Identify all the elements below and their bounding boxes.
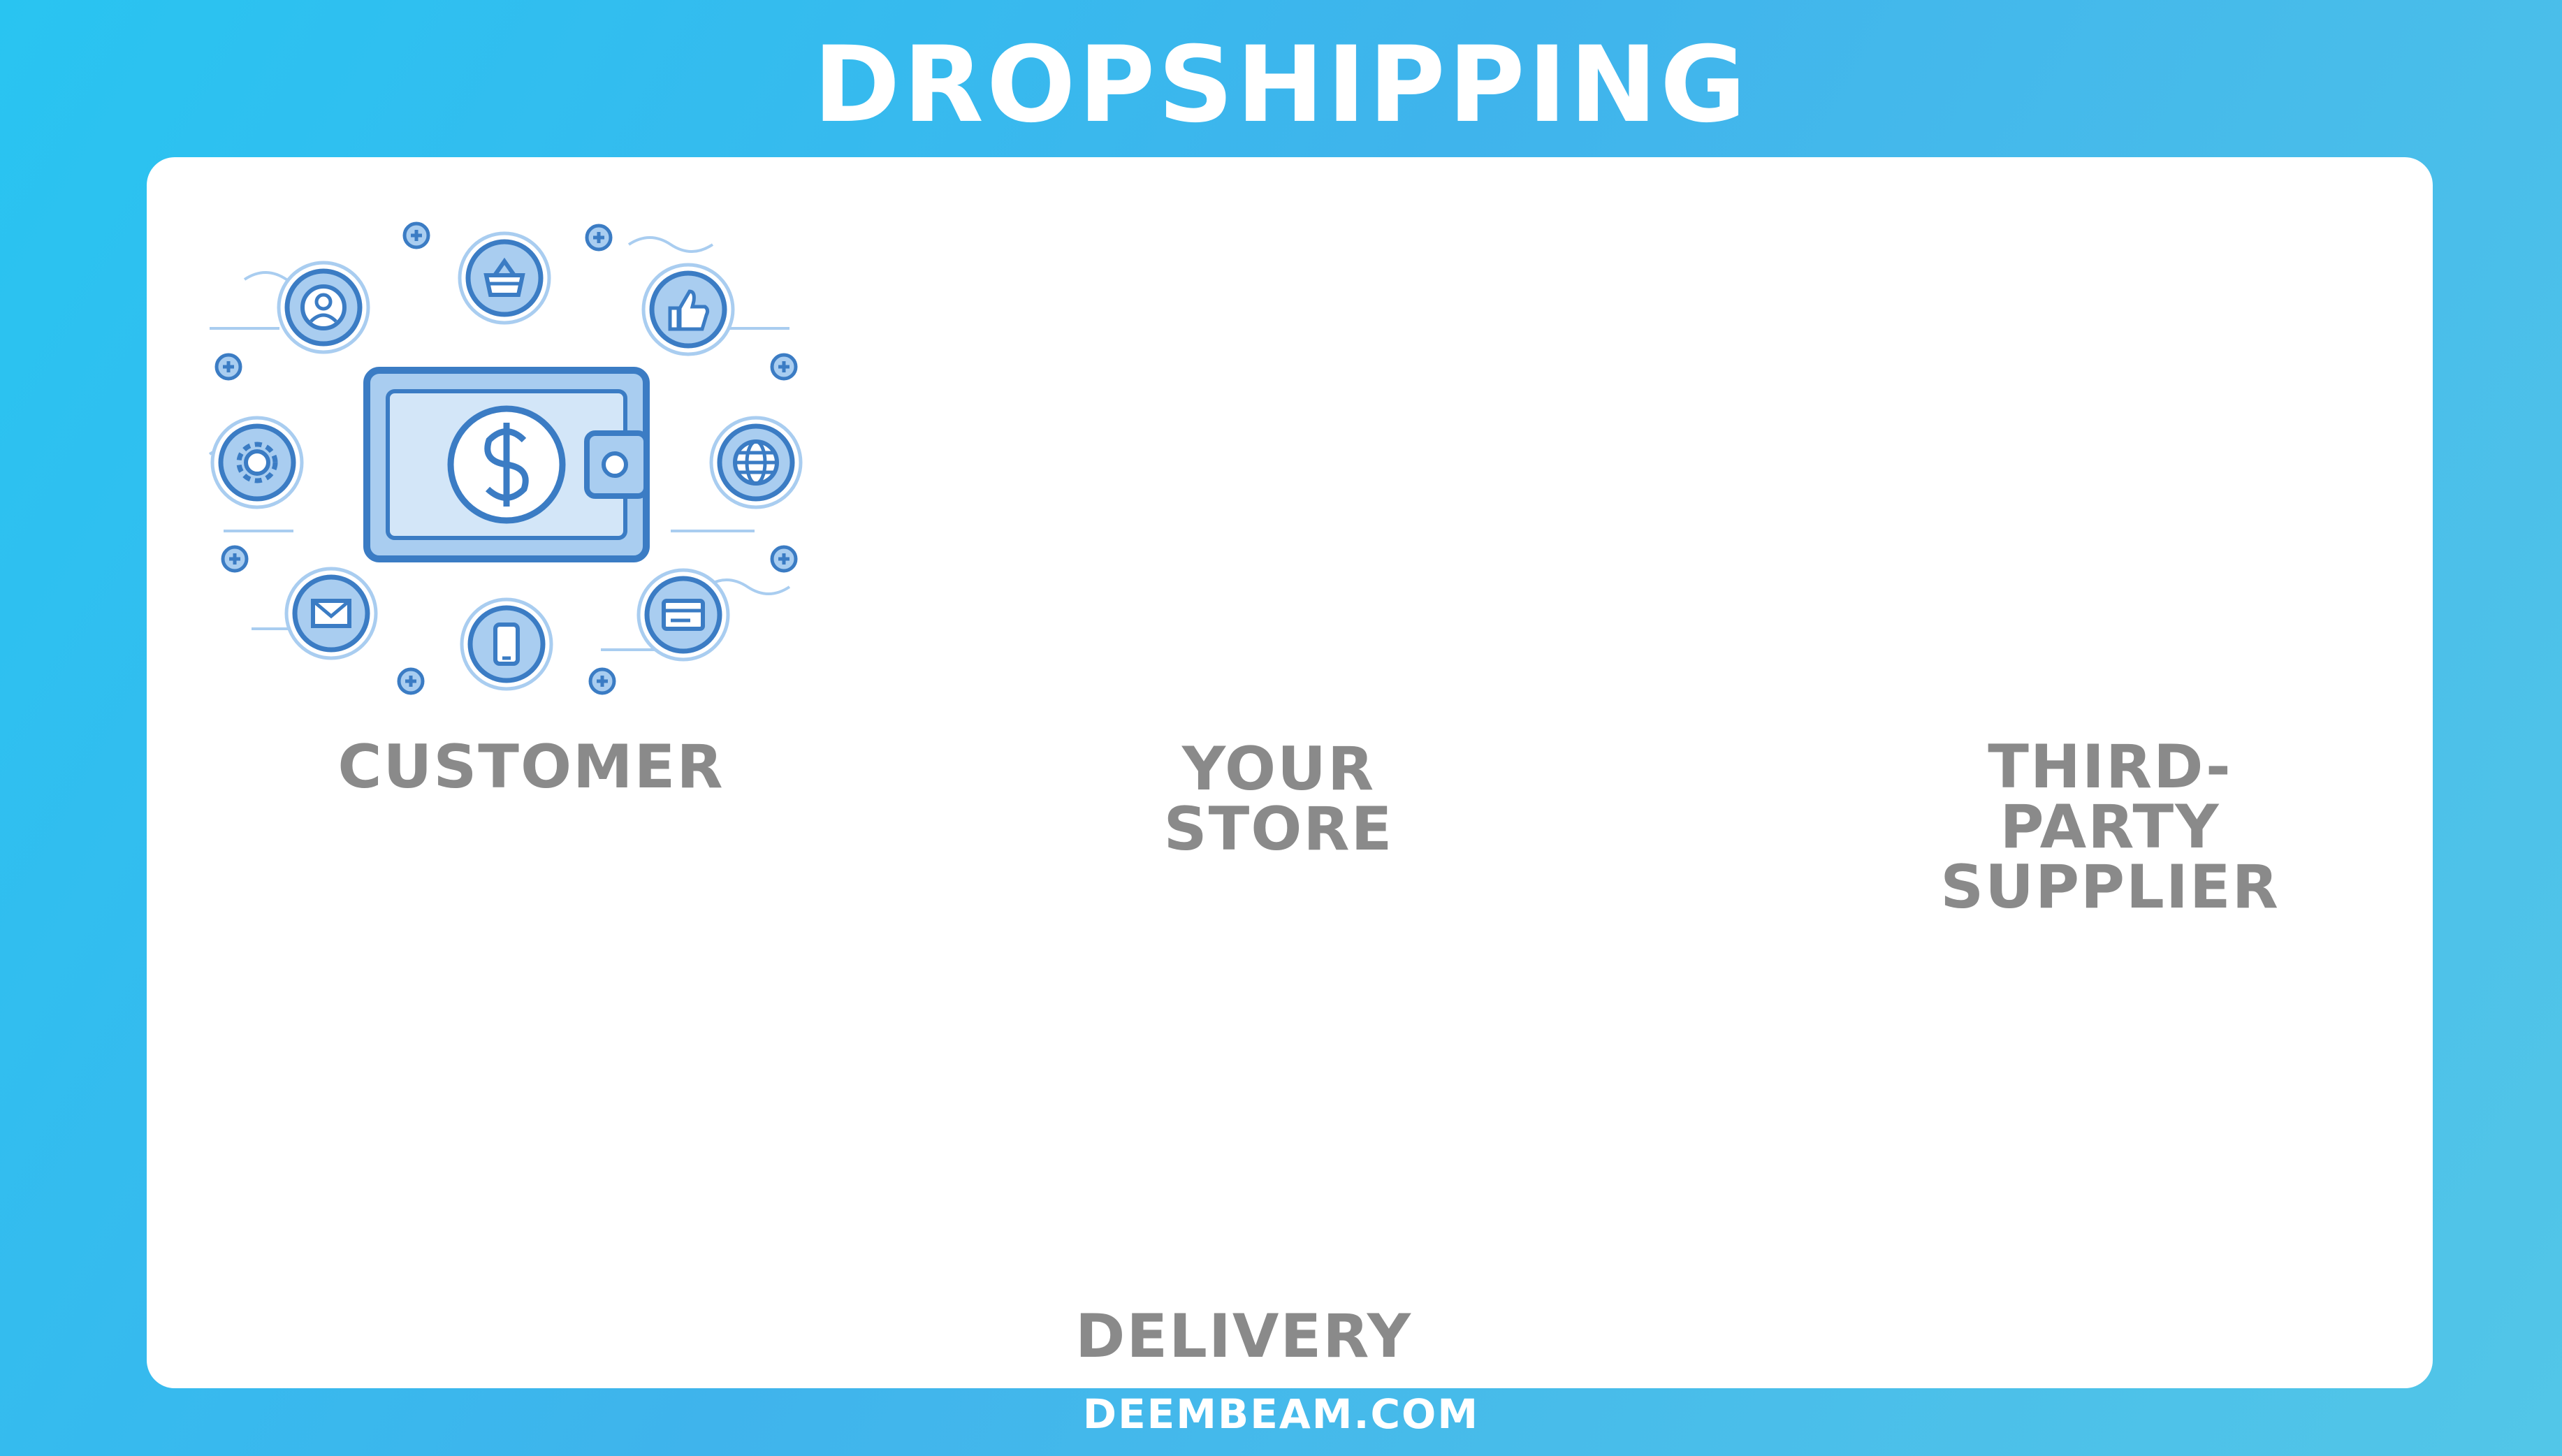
customer-illustration xyxy=(208,224,801,693)
mail-icon xyxy=(286,569,376,658)
phone-icon xyxy=(462,599,551,689)
user-icon xyxy=(279,263,368,352)
node-label-supplier: THIRD-PARTY SUPPLIER xyxy=(1886,737,2334,917)
basket-icon xyxy=(460,233,549,323)
wallet-dollar-icon xyxy=(363,367,650,562)
credit-card-icon xyxy=(639,570,728,660)
node-label-customer: CUSTOMER xyxy=(337,732,725,802)
node-label-delivery: DELIVERY xyxy=(1075,1302,1413,1371)
node-label-store: YOUR STORE xyxy=(1163,734,1394,864)
diagram-panel xyxy=(147,157,2433,1388)
globe-icon xyxy=(711,418,801,507)
node-label-supplier-line1: THIRD-PARTY xyxy=(1988,732,2232,862)
thumbs-up-icon xyxy=(643,265,733,354)
gear-icon xyxy=(212,418,302,507)
node-label-supplier-line2: SUPPLIER xyxy=(1940,852,2280,922)
site-footer: DEEMBEAM.COM xyxy=(1082,1390,1480,1438)
page-title: DROPSHIPPING xyxy=(813,24,1749,146)
